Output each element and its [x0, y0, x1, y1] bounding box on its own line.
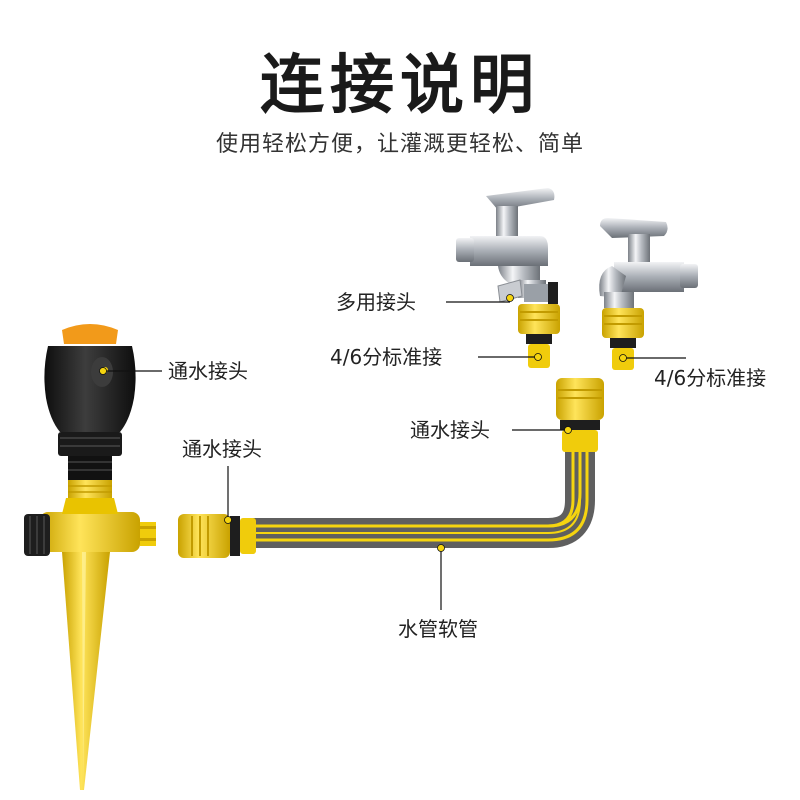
page-title: 连接说明 — [260, 49, 540, 123]
sprinkler-head — [44, 346, 136, 432]
hose-top-connector — [556, 378, 604, 452]
water-hose — [250, 445, 595, 548]
sprinkler-spike — [62, 552, 110, 790]
label-stake-connector: 通水接头 — [182, 437, 262, 461]
faucet-right — [599, 218, 698, 370]
sprinkler-cap — [62, 324, 118, 344]
label-sprinkler-connector: 通水接头 — [168, 359, 248, 383]
label-multi-adapter: 多用接头 — [336, 290, 416, 314]
sprinkler-base — [40, 512, 140, 552]
faucet-right-handle — [600, 218, 668, 238]
hose-end-connector — [178, 514, 256, 558]
page-subtitle: 使用轻松方便，让灌溉更轻松、简单 — [215, 132, 584, 157]
leader-lines — [99, 294, 686, 610]
sprinkler — [24, 324, 156, 790]
label-hose-top-connector: 通水接头 — [410, 418, 490, 442]
faucet-left — [456, 188, 560, 368]
label-standard-left: 4/6分标准接 — [330, 345, 443, 369]
label-standard-right: 4/6分标准接 — [654, 366, 767, 390]
sprinkler-collar — [58, 432, 122, 456]
faucet-left-handle — [486, 188, 555, 210]
label-hose: 水管软管 — [398, 617, 478, 641]
